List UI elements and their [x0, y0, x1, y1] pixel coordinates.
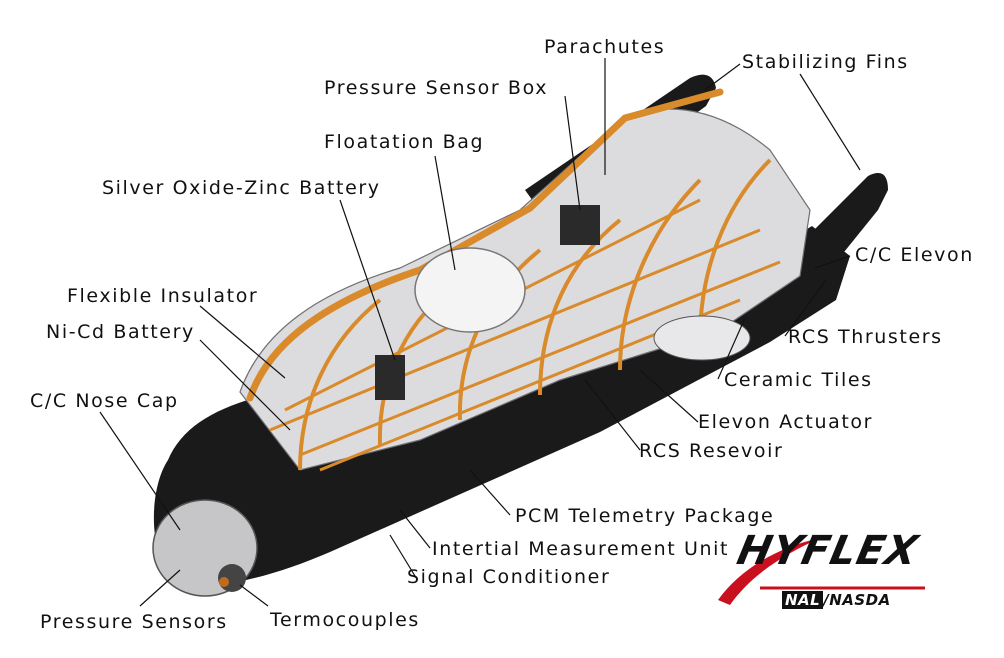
label-floatation-bag: Floatation Bag: [324, 131, 485, 153]
label-ceramic-tiles: Ceramic Tiles: [724, 369, 873, 391]
nasda-wordmark: NASDA: [829, 591, 891, 609]
logo-separator: /: [823, 591, 830, 609]
label-rcs-thrusters: RCS Thrusters: [788, 326, 943, 348]
label-pressure-sensor-box: Pressure Sensor Box: [324, 77, 549, 99]
floatation-bag: [414, 247, 526, 333]
leader-lines: [99, 58, 861, 607]
silver-oxide-zinc-battery: [375, 355, 405, 400]
top-stringer: [246, 88, 724, 402]
label-silver-oxide-zinc-battery: Silver Oxide-Zinc Battery: [102, 177, 381, 199]
label-parachutes: Parachutes: [544, 36, 666, 58]
hyflex-logo: HYFLEX: [733, 528, 923, 574]
sensor-dot: [219, 577, 229, 587]
agency-logo: NAL/NASDA: [782, 591, 891, 609]
label-stabilizing-fins: Stabilizing Fins: [742, 51, 909, 73]
logo-swoosh: [718, 538, 820, 605]
label-termocouples: Termocouples: [270, 609, 420, 631]
nal-wordmark: NAL: [782, 591, 824, 609]
label-cc-nose-cap: C/C Nose Cap: [30, 390, 179, 412]
pressure-sensor-box: [560, 205, 600, 245]
label-rcs-resevoir: RCS Resevoir: [639, 440, 784, 462]
label-signal-conditioner: Signal Conditioner: [407, 566, 611, 588]
ceramic-tile-panel: [653, 315, 751, 361]
label-flexible-insulator: Flexible Insulator: [67, 285, 259, 307]
label-elevon-actuator: Elevon Actuator: [698, 411, 874, 433]
label-pressure-sensors: Pressure Sensors: [40, 611, 228, 633]
stabilizing-fin-lower: [812, 173, 888, 262]
label-pcm-telemetry-package: PCM Telemetry Package: [515, 505, 775, 527]
label-cc-elevon: C/C Elevon: [855, 244, 974, 266]
label-intertial-measurement-unit: Intertial Measurement Unit: [432, 538, 730, 560]
label-nicd-battery: Ni-Cd Battery: [46, 321, 195, 343]
